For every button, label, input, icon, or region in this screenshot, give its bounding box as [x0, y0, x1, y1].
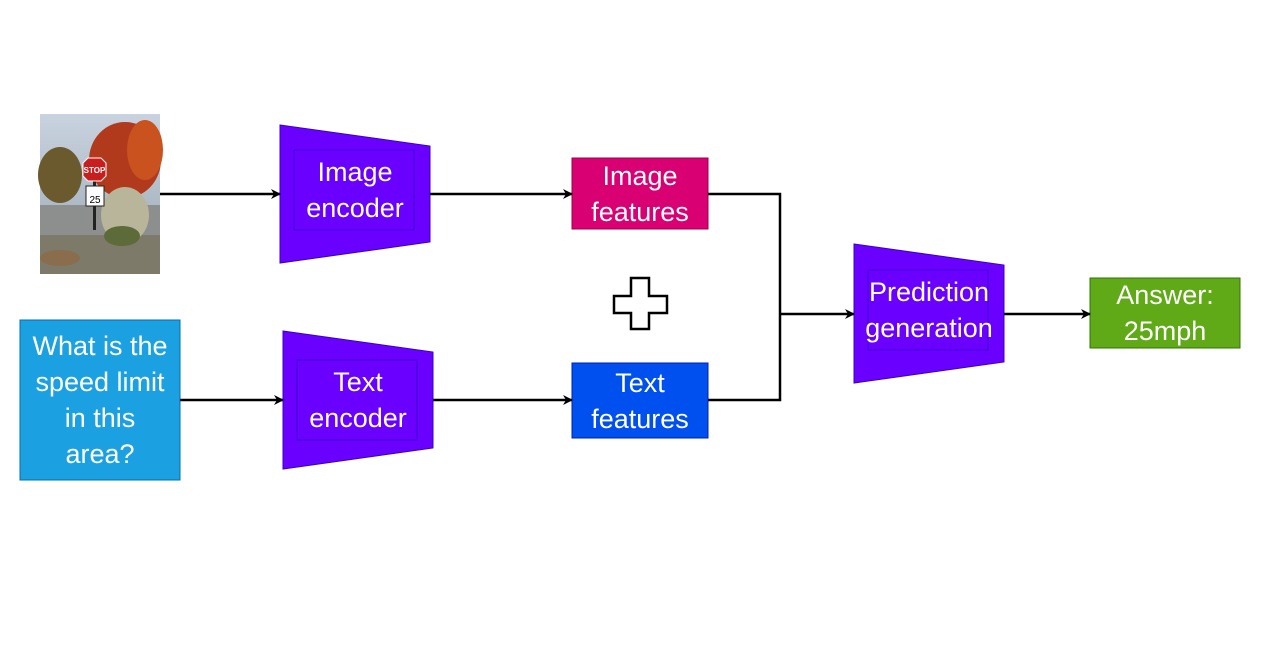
plus-icon — [612, 276, 669, 331]
stop-sign-text: STOP — [84, 166, 106, 175]
prediction-generation-label: Prediction generation — [865, 277, 993, 343]
image-encoder-shape — [279, 124, 431, 264]
text-encoder-label: Text encoder — [309, 367, 407, 433]
image-encoder-label: Image encoder — [306, 157, 404, 223]
connector-image-features — [708, 192, 782, 314]
image-features-box — [571, 157, 709, 230]
question-text: What is the speed limit in this area? — [32, 331, 168, 469]
connector-text-features — [708, 314, 782, 402]
text-features-label: Text features — [591, 367, 689, 434]
prediction-generation-shape — [853, 243, 1005, 384]
image-features-label: Image features — [591, 160, 689, 227]
answer-box — [1089, 277, 1241, 349]
text-features-box — [571, 362, 709, 439]
text-encoder-shape — [282, 330, 434, 470]
input-photo: STOP 25 — [38, 114, 163, 274]
answer-label: Answer: 25mph — [1116, 280, 1214, 346]
text-encoder-inner-frame — [296, 359, 418, 441]
image-encoder-inner-frame — [293, 149, 415, 231]
prediction-inner-frame — [867, 269, 989, 351]
speed-limit-sign-text: 25 — [89, 195, 101, 206]
